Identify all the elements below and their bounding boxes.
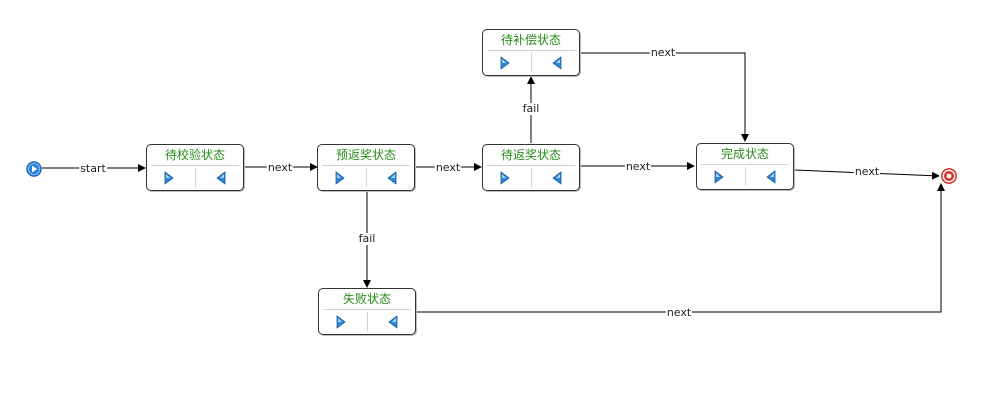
state-title: 完成状态 xyxy=(720,147,769,161)
state-prerebate[interactable]: 预返奖状态 xyxy=(317,144,415,191)
state-title: 待补偿状态 xyxy=(500,33,561,47)
forward-button[interactable] xyxy=(712,169,726,185)
state-compensate[interactable]: 待补偿状态 xyxy=(482,29,580,76)
triangle-right-icon xyxy=(335,171,345,185)
state-verify[interactable]: 待校验状态 xyxy=(146,144,244,191)
state-title: 预返奖状态 xyxy=(335,148,396,162)
triangle-right-icon xyxy=(336,315,346,329)
triangle-right-icon xyxy=(164,171,174,185)
state-divider xyxy=(323,309,411,310)
start-node[interactable] xyxy=(26,161,42,177)
state-failed[interactable]: 失败状态 xyxy=(318,288,416,335)
back-button[interactable] xyxy=(550,170,564,186)
state-divider xyxy=(487,165,575,166)
triangle-right-icon xyxy=(500,171,510,185)
edge-label-rebate-to-compensate: fail xyxy=(521,102,541,115)
edge-label-start: start xyxy=(79,162,107,175)
edge-label-verify-to-prerebate: next xyxy=(266,161,294,174)
state-divider xyxy=(701,164,789,165)
back-button[interactable] xyxy=(385,170,399,186)
state-button-separator xyxy=(531,168,532,187)
state-title: 待校验状态 xyxy=(164,148,225,162)
state-divider xyxy=(487,50,575,51)
edge-label-complete-to-end: next xyxy=(853,165,881,178)
state-button-separator xyxy=(366,168,367,187)
state-title: 失败状态 xyxy=(342,292,391,306)
stop-circle-icon xyxy=(941,168,957,184)
triangle-right-icon xyxy=(500,56,510,70)
back-button[interactable] xyxy=(550,55,564,71)
back-button[interactable] xyxy=(214,170,228,186)
play-circle-icon xyxy=(26,161,42,177)
edge-label-prerebate-to-rebate: next xyxy=(434,161,462,174)
forward-button[interactable] xyxy=(162,170,176,186)
state-button-separator xyxy=(745,167,746,186)
edge-label-failed-to-end: next xyxy=(665,306,693,319)
state-title: 待返奖状态 xyxy=(500,148,561,162)
triangle-left-icon xyxy=(552,171,562,185)
state-complete[interactable]: 完成状态 xyxy=(696,143,794,190)
state-button-separator xyxy=(195,168,196,187)
back-button[interactable] xyxy=(386,314,400,330)
edge-failed-to-end xyxy=(417,183,945,313)
end-node[interactable] xyxy=(941,168,957,184)
triangle-left-icon xyxy=(387,171,397,185)
triangle-right-icon xyxy=(714,170,724,184)
state-divider xyxy=(322,165,410,166)
edge-compensate-to-complete xyxy=(581,52,749,142)
edge-label-prerebate-to-failed: fail xyxy=(357,232,377,245)
forward-button[interactable] xyxy=(498,55,512,71)
state-rebate[interactable]: 待返奖状态 xyxy=(482,144,580,191)
forward-button[interactable] xyxy=(334,314,348,330)
state-button-separator xyxy=(367,312,368,331)
triangle-left-icon xyxy=(766,170,776,184)
triangle-left-icon xyxy=(216,171,226,185)
edge-label-compensate-to-complete: next xyxy=(649,46,677,59)
edge-label-rebate-to-complete: next xyxy=(624,160,652,173)
forward-button[interactable] xyxy=(333,170,347,186)
triangle-left-icon xyxy=(388,315,398,329)
state-button-separator xyxy=(531,53,532,72)
state-divider xyxy=(151,165,239,166)
triangle-left-icon xyxy=(552,56,562,70)
back-button[interactable] xyxy=(764,169,778,185)
forward-button[interactable] xyxy=(498,170,512,186)
